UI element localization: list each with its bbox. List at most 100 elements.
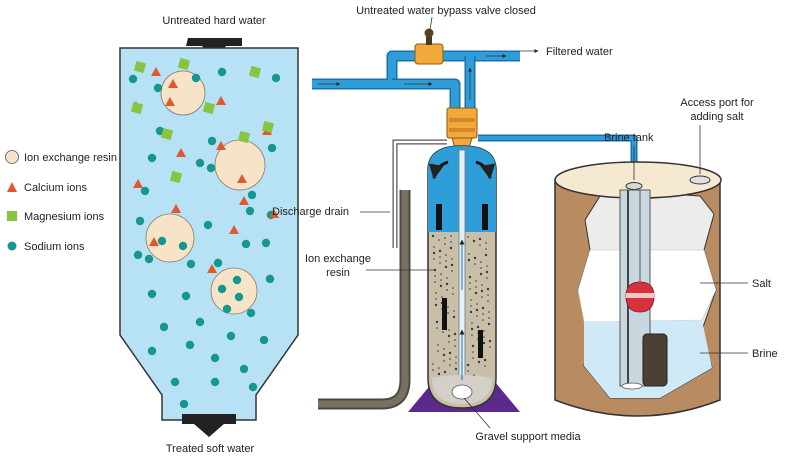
- resin-speckle: [434, 275, 436, 277]
- untreated-hard-water-label: Untreated hard water: [162, 15, 266, 27]
- resin-speckle: [432, 363, 434, 365]
- vessel-ions: [128, 57, 281, 409]
- resin-speckle: [447, 334, 451, 338]
- resin-speckle: [485, 248, 487, 250]
- calcium-ion: [216, 141, 226, 150]
- resin-speckle: [481, 306, 485, 310]
- treated-soft-water-label: Treated soft water: [166, 443, 255, 455]
- resin-speckle: [475, 286, 477, 288]
- resin-speckle: [480, 261, 482, 263]
- soft-water-outlet-arrow: [182, 414, 236, 437]
- resin-speckle: [455, 362, 457, 364]
- resin-speckle: [485, 270, 489, 274]
- resin-speckle: [433, 268, 437, 272]
- resin-speckle: [473, 374, 475, 376]
- calcium-ion: [168, 79, 178, 88]
- resin-speckle: [453, 332, 457, 336]
- resin-speckle: [438, 239, 440, 241]
- calcium-ion: [149, 237, 159, 246]
- resin-speckle: [435, 320, 439, 324]
- leader-line: [429, 16, 433, 31]
- resin-speckle: [470, 327, 474, 331]
- ion-exchange-resin-label-line1: Ion exchange: [305, 253, 371, 265]
- legend-calcium-swatch: [7, 182, 17, 192]
- legend-label: Sodium ions: [24, 241, 85, 253]
- resin-speckle: [445, 254, 447, 256]
- sodium-ion: [203, 220, 213, 230]
- legend-item-calcium-ions: Calcium ions: [7, 182, 87, 194]
- resin-speckle: [476, 315, 478, 317]
- resin-speckle: [440, 273, 442, 275]
- magnesium-ion: [261, 120, 275, 134]
- resin-speckle: [435, 298, 437, 300]
- resin-speckle: [483, 330, 485, 332]
- calcium-ion: [237, 174, 247, 183]
- sodium-ion: [267, 143, 277, 153]
- magnesium-ion: [248, 65, 262, 79]
- resin-speckle: [486, 287, 490, 291]
- brine-tank-label: Brine tank: [604, 132, 654, 144]
- resin-speckle: [452, 287, 454, 289]
- resin-speckle: [436, 327, 438, 329]
- access-port-label-line1: Access port for: [680, 97, 754, 109]
- resin-speckle: [434, 303, 438, 307]
- sodium-ion: [128, 74, 138, 84]
- sodium-ion: [147, 289, 157, 299]
- resin-speckle: [433, 246, 435, 248]
- access-port-label-line2: adding salt: [690, 111, 743, 123]
- magnesium-ion: [133, 60, 147, 74]
- magnesium-ion: [202, 101, 216, 115]
- resin-speckle: [450, 235, 452, 237]
- legend-resin-swatch: [5, 150, 19, 164]
- calcium-ion: [133, 179, 143, 188]
- resin-speckle: [482, 313, 484, 315]
- legend-label: Ion exchange resin: [24, 152, 117, 164]
- resin-speckle: [487, 300, 489, 302]
- resin-speckle: [467, 370, 469, 372]
- discharge-drain-label: Discharge drain: [272, 206, 349, 218]
- drain-tube-inner: [393, 140, 447, 248]
- resin-speckle: [476, 303, 478, 305]
- sodium-ion: [195, 158, 205, 168]
- control-valve-stack: [446, 107, 478, 139]
- sodium-ion: [259, 335, 269, 345]
- flow-arrow: [428, 160, 449, 180]
- resin-speckle: [472, 357, 474, 359]
- calcium-ion: [165, 97, 175, 106]
- sodium-ion: [234, 292, 244, 302]
- supply-pipe-fill: [392, 80, 459, 108]
- bypass-valve: [414, 28, 444, 65]
- magnesium-ion: [160, 127, 174, 141]
- sodium-ion: [217, 284, 227, 294]
- resin-speckle: [489, 346, 491, 348]
- resin-speckle: [437, 350, 439, 352]
- resin-speckle: [453, 310, 455, 312]
- brine-valve-base: [621, 382, 643, 390]
- resin-speckle: [442, 353, 446, 357]
- resin-speckle: [450, 263, 454, 267]
- sodium-ion: [226, 331, 236, 341]
- sodium-ion: [178, 241, 188, 251]
- resin-speckle: [471, 344, 475, 348]
- sodium-ion: [170, 377, 180, 387]
- calcium-ion: [207, 264, 217, 273]
- flow-bar: [436, 204, 442, 230]
- resin-speckle: [446, 277, 448, 279]
- resin-speckle: [481, 284, 483, 286]
- legend-magnesium-swatch: [7, 211, 17, 221]
- resin-speckle: [470, 305, 472, 307]
- resin-speckle: [487, 322, 491, 326]
- legend: Ion exchange resin Calcium ions Magnesiu…: [5, 150, 117, 253]
- brine-label: Brine: [752, 348, 778, 360]
- resin-speckle: [471, 334, 473, 336]
- resin-speckle: [447, 306, 449, 308]
- sodium-ion: [157, 236, 167, 246]
- sodium-ion: [271, 73, 281, 83]
- resin-speckle: [445, 260, 447, 262]
- resin-speckle: [451, 270, 453, 272]
- sodium-ion: [265, 274, 275, 284]
- sodium-ion: [147, 346, 157, 356]
- control-valve-band: [449, 118, 475, 122]
- resin-speckle: [439, 284, 443, 288]
- magnesium-ion: [169, 170, 183, 184]
